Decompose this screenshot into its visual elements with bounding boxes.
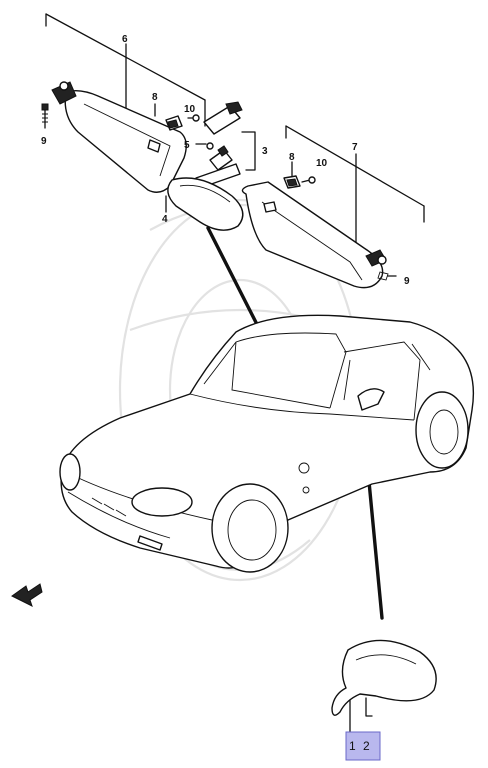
right-clip-assembly	[283, 161, 316, 189]
mirror-callout-box[interactable]	[345, 731, 381, 761]
front-direction-arrow-icon	[11, 583, 43, 607]
label-part-3: 3	[262, 146, 268, 157]
label-part-9-right: 9	[404, 276, 410, 287]
label-part-5: 5	[184, 140, 190, 151]
part-labels: 6 8 10 5 3 9 4 7 8 10 9	[41, 34, 410, 287]
mirror-callout[interactable]: 1 2	[345, 731, 381, 761]
label-part-10-left: 10	[184, 104, 196, 115]
label-part-10-right: 10	[316, 158, 328, 169]
label-part-7: 7	[352, 142, 358, 153]
right-sun-visor	[241, 181, 397, 289]
label-part-4: 4	[162, 214, 168, 225]
bracket-7	[285, 125, 425, 245]
label-part-8-right: 8	[289, 152, 295, 163]
screw-9-left	[41, 103, 49, 129]
mirror-callout-left[interactable]: 1	[349, 739, 356, 753]
car-body	[59, 314, 475, 573]
label-part-6: 6	[122, 34, 128, 45]
mirror-callout-right[interactable]: 2	[363, 739, 370, 753]
rear-view-mirror	[165, 177, 244, 231]
door-mirror-assembly	[331, 639, 437, 741]
label-part-9-left: 9	[41, 136, 47, 147]
label-part-8-left: 8	[152, 92, 158, 103]
bracket-6	[45, 13, 206, 127]
left-sun-visor	[51, 81, 187, 193]
